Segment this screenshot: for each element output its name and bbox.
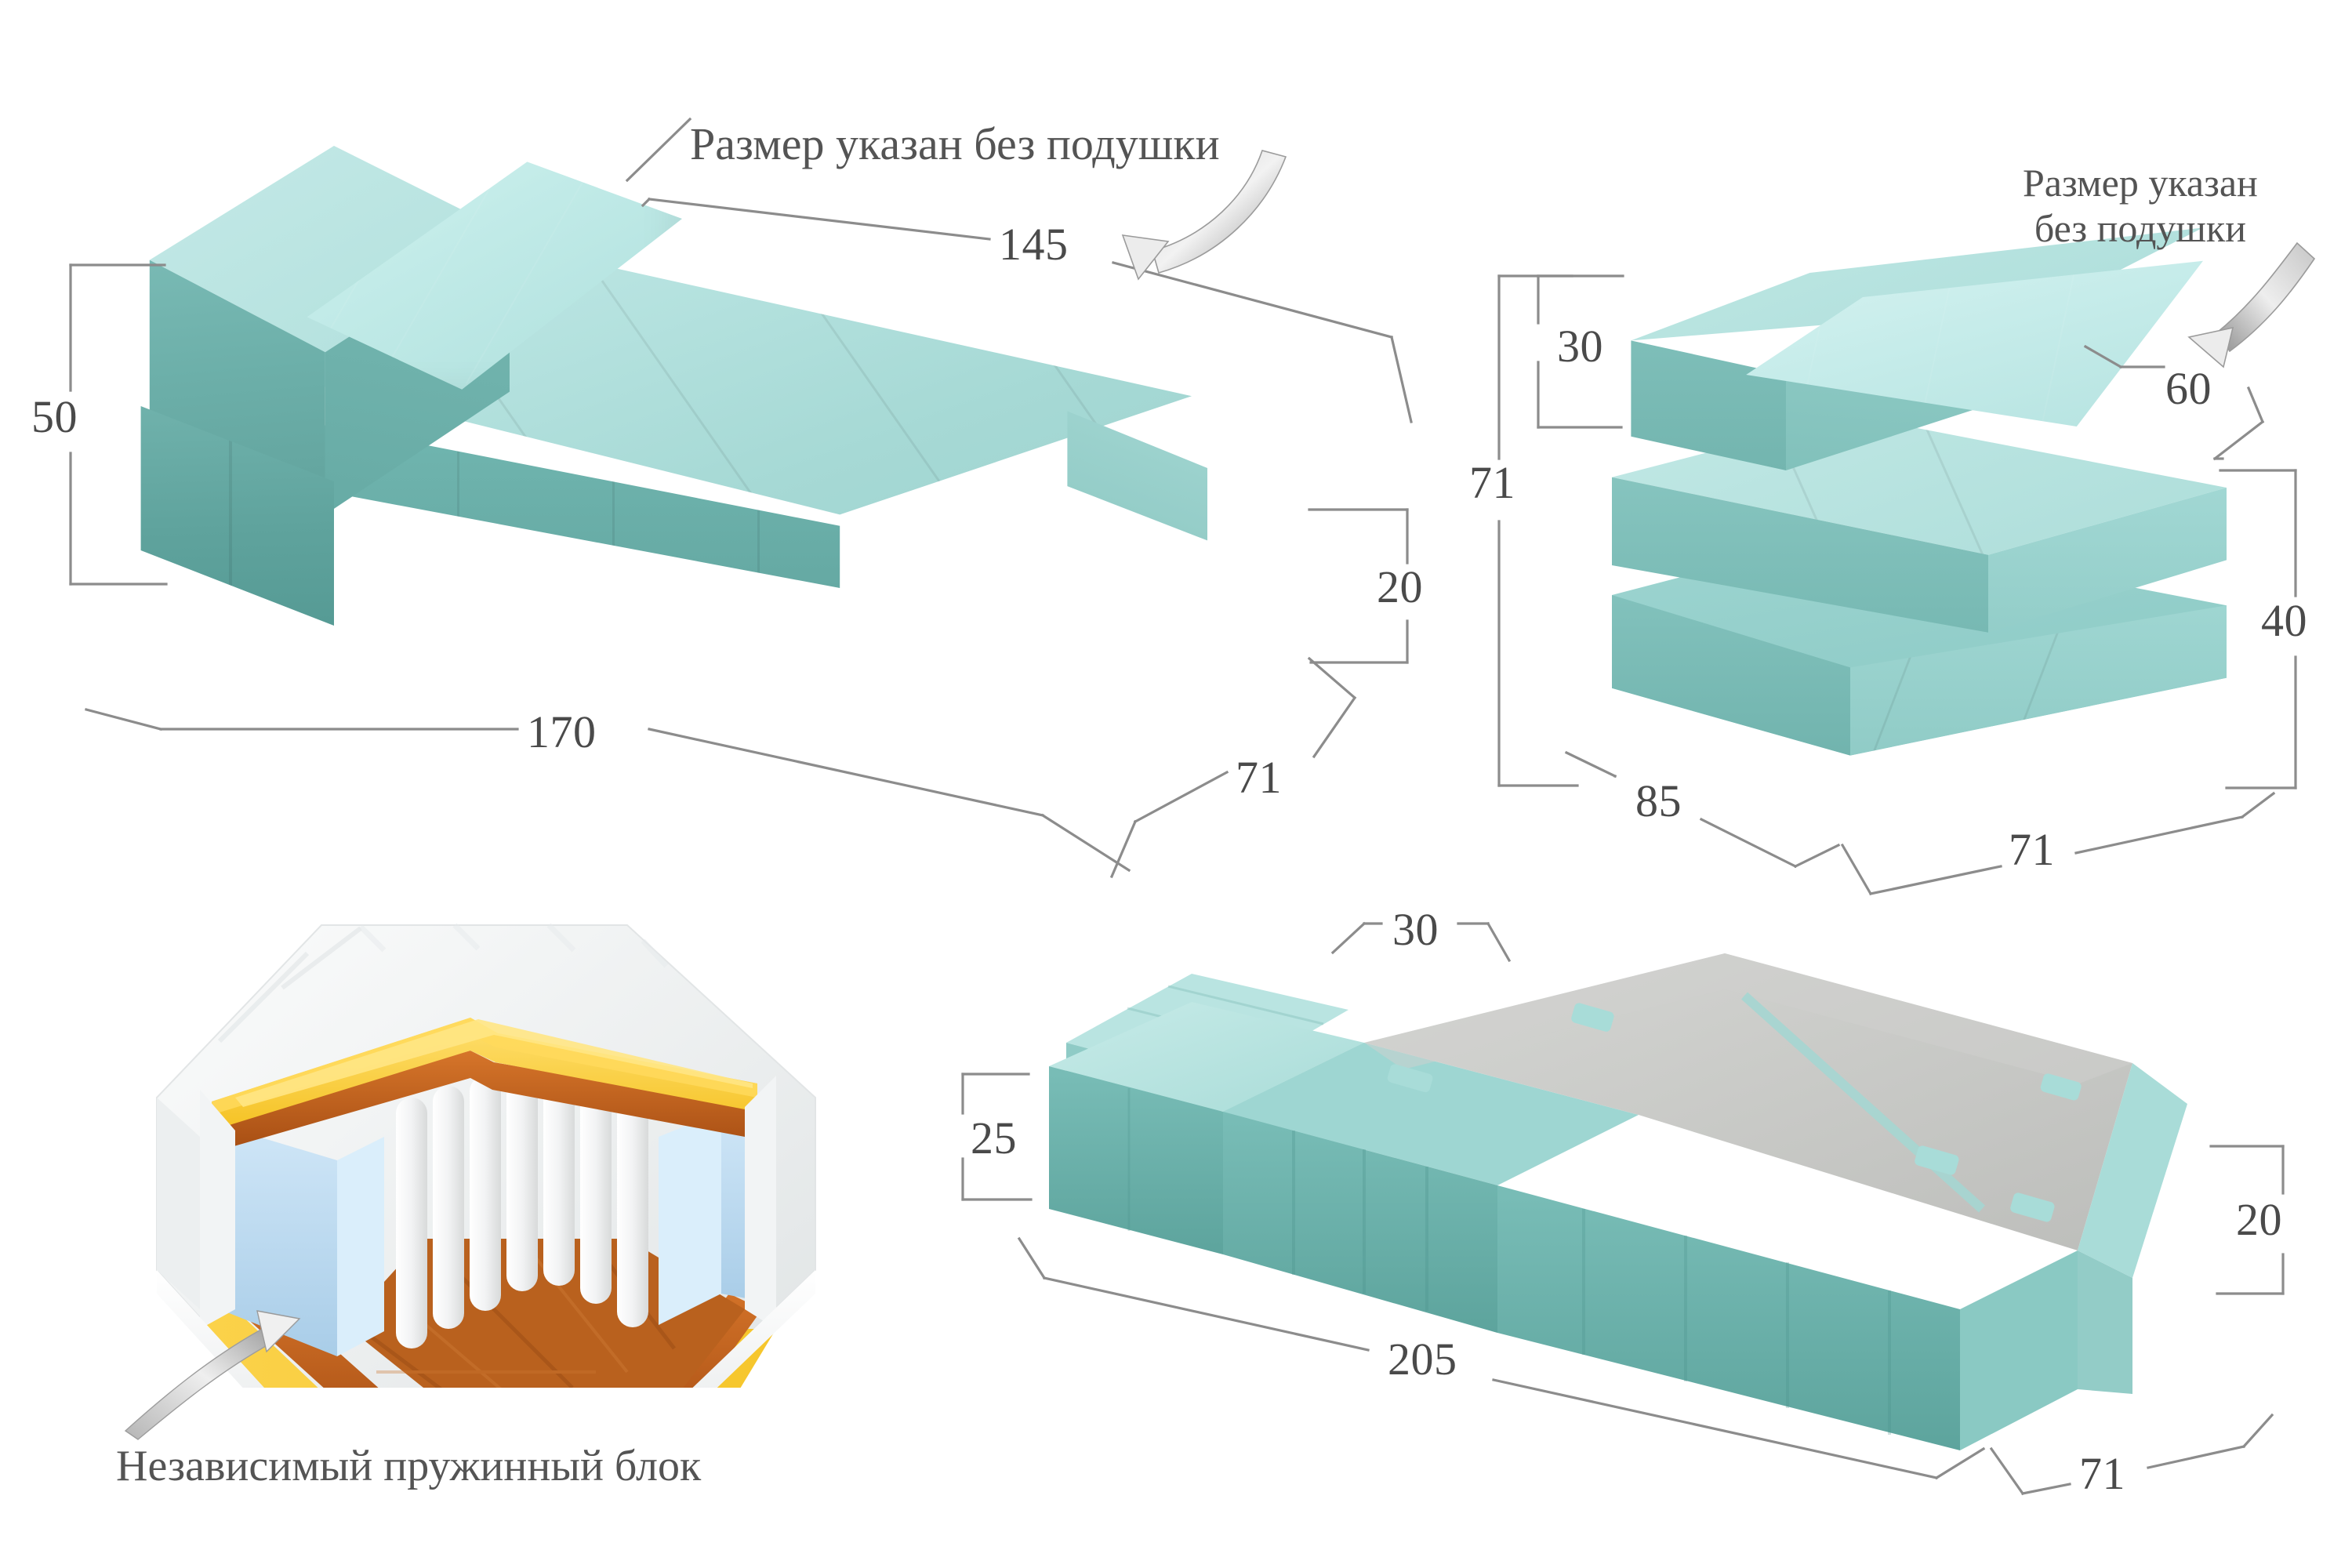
bed-left-block-top: [1049, 1002, 1364, 1112]
armchair-view: [1599, 227, 2242, 800]
springblock-view: [124, 902, 847, 1497]
dim-chaise-seat-h: 20: [1377, 561, 1423, 612]
side-foam-right: [659, 1112, 721, 1325]
mattress-center-seam: [1740, 992, 1986, 1213]
chaise-seat-end-cap: [839, 339, 1207, 597]
coir-layer-top: [212, 1051, 757, 1149]
chaise-pillow: [274, 141, 682, 400]
side-foam-left: [220, 1125, 337, 1356]
dim-chaise-depth: 71: [1236, 752, 1282, 803]
dim-armchair-depth-left: 85: [1635, 775, 1682, 826]
strap-tab: [1387, 1064, 1433, 1093]
spring-block-caption: Независимый пружинный блок: [116, 1442, 702, 1490]
bed-view: [1035, 909, 2258, 1474]
note-no-pillow-left: Размер указан без подушки: [690, 118, 1220, 169]
chaise-base-block: [71, 337, 510, 651]
dim-bed-height: 20: [2236, 1194, 2282, 1245]
strap-tab: [1915, 1145, 1959, 1175]
dim-armchair-back-h: 30: [1557, 321, 1603, 372]
dim-armchair-width: 60: [2165, 363, 2212, 414]
note-no-pillow-right: Размер указан без подушки: [2023, 161, 2258, 251]
pocket-springs: [396, 1068, 648, 1348]
dim-bed-headrest: 30: [1392, 904, 1439, 955]
bed-center-block-front: [1223, 1112, 1497, 1333]
dim-armchair-depth-right: 71: [2009, 824, 2055, 875]
bed-illustration: [1049, 953, 2187, 1450]
bed-left-block-front: [1049, 1066, 1223, 1254]
dim-bed-length: 205: [1388, 1334, 1457, 1385]
dim-armchair-seat-h: 40: [2261, 595, 2307, 646]
strap-tab: [2040, 1073, 2082, 1101]
note-right-line2: без подушки: [2034, 205, 2246, 250]
dim-chaise-len-top: 145: [999, 219, 1069, 270]
bed-center-block-top: [1223, 1043, 1639, 1185]
armchair-pillow: [1717, 220, 2203, 478]
strap-tab: [1571, 1003, 1614, 1032]
chaise-view: [94, 133, 1317, 753]
dim-bed-width: 71: [2079, 1448, 2125, 1499]
dim-bed-side-h: 25: [971, 1112, 1017, 1163]
dimline-71-armchair-depth: [1840, 791, 2276, 896]
dim-armchair-total-h: 71: [1469, 457, 1515, 508]
note-right-line1: Размер указан: [2023, 161, 2258, 205]
strap-tab: [2010, 1192, 2055, 1222]
curved-arrow-up-right-icon: [124, 1310, 301, 1440]
dim-chaise-h-back: 50: [31, 391, 78, 442]
dim-chaise-len-floor: 170: [527, 706, 597, 757]
